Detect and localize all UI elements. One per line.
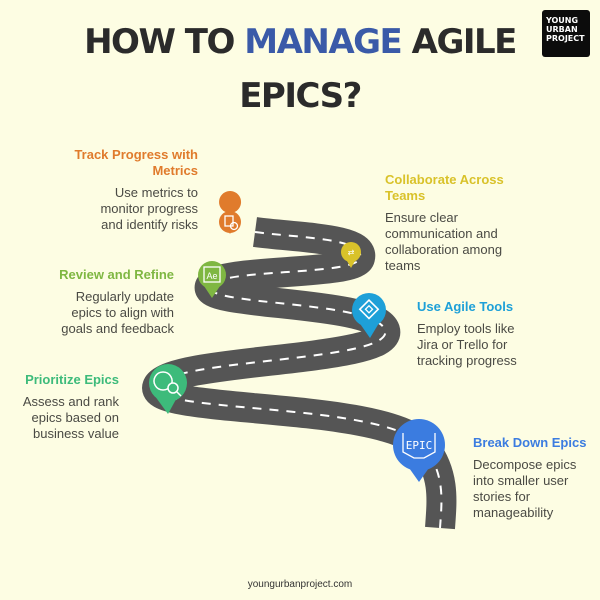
page-title-line2: EPICS? <box>239 76 362 116</box>
pin-collaborate: ⇄ <box>341 242 361 268</box>
footer-url: youngurbanproject.com <box>247 579 353 590</box>
svg-text:EPIC: EPIC <box>406 439 433 452</box>
team-exchange-icon: ⇄ <box>348 248 355 257</box>
pin-review-refine: Ae <box>198 261 226 298</box>
ae-document-icon <box>203 266 221 283</box>
pin-agile-tools <box>352 293 386 338</box>
pin-break-down: EPIC <box>393 419 445 482</box>
pin-track-progress <box>219 191 242 234</box>
pie-search-icon <box>153 371 173 391</box>
page-title: HOW TO MANAGE AGILE <box>84 22 517 62</box>
pin-prioritize <box>149 364 187 414</box>
epic-badge-icon <box>402 433 436 459</box>
jira-diamond-icon <box>358 298 380 320</box>
title-highlight: MANAGE <box>244 22 403 62</box>
chart-check-icon <box>224 215 234 227</box>
brand-logo: YOUNG URBAN PROJECT <box>542 10 590 57</box>
svg-text:Ae: Ae <box>206 271 217 281</box>
